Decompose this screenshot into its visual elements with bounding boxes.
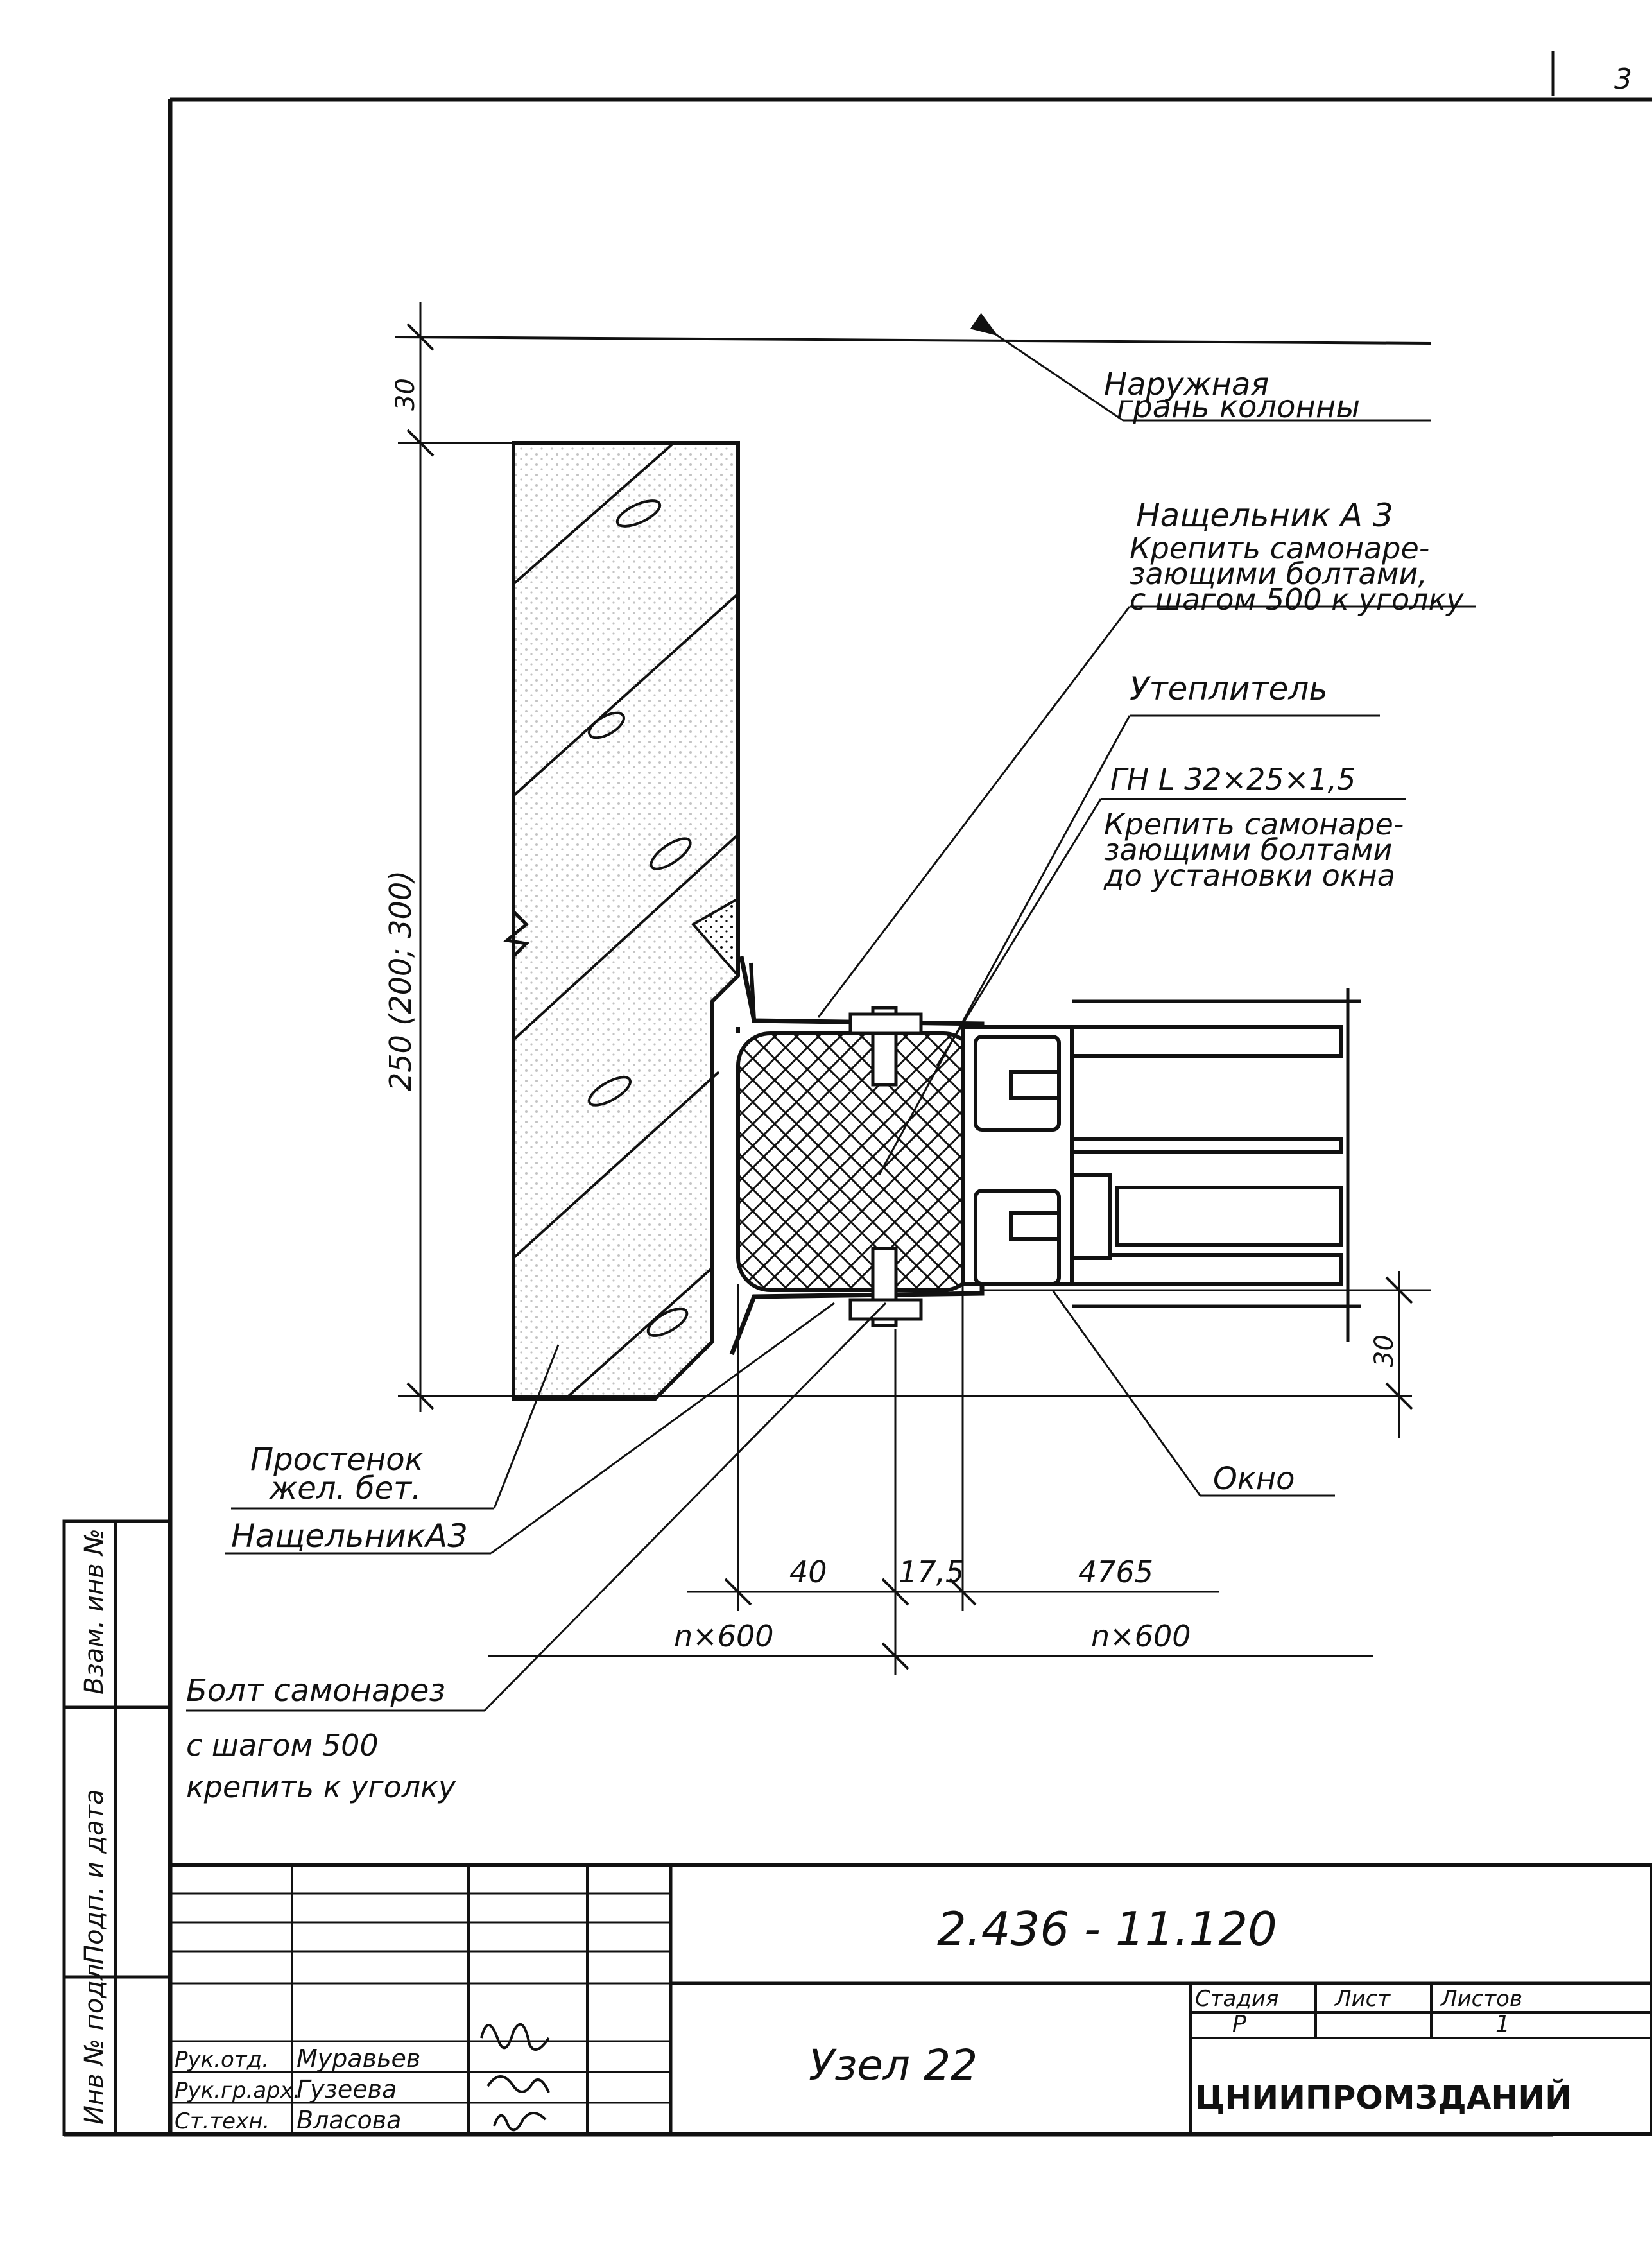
page-number: 3 (1614, 63, 1632, 96)
flashing-top-label-3: зающими болтами, (1130, 557, 1427, 591)
insulation-block (736, 1031, 977, 1292)
dim-right-offset: 30 (1370, 1334, 1399, 1367)
name-senior-tech: Власова (297, 2106, 401, 2134)
stamp-signature-date: Подп. и дата (80, 1790, 109, 1964)
outer-face-label-2: грань колонны (1117, 389, 1360, 425)
bolt-label-2: с шагом 500 (186, 1728, 379, 1763)
flashing-top-label-4: с шагом 500 к уголку (1130, 582, 1464, 617)
name-head-dept: Муравьев (297, 2044, 420, 2073)
dim-n600-right: n×600 (1091, 1619, 1191, 1653)
document-code: 2.436 - 11.120 (937, 1902, 1277, 1956)
flashing-bottom-label: НащельникА3 (231, 1517, 468, 1555)
title-block (168, 1863, 1652, 2136)
side-stamp (62, 1519, 172, 2136)
flashing-top-label-2: Крепить самонаре- (1130, 531, 1429, 565)
dim-17-5: 17,5 (899, 1555, 964, 1589)
bolt-label-3: крепить к уголку (186, 1770, 456, 1804)
dim-n600-left: n×600 (674, 1619, 774, 1653)
name-group-head: Гузеева (297, 2075, 397, 2103)
outer-face-label-1: Наружная (1104, 367, 1269, 402)
sheet-header: Лист (1334, 1986, 1391, 2012)
angle-label-3: зающими болтами (1104, 833, 1392, 867)
sheets-value: 1 (1495, 2011, 1510, 2037)
stamp-replacement-inv: Взам. инв № (80, 1528, 109, 1695)
insulation-label: Утеплитель (1130, 670, 1328, 707)
dim-top-offset: 30 (391, 378, 420, 411)
signatures (480, 2023, 550, 2132)
organization-name: ЦНИИПРОМЗДАНИЙ (1195, 2078, 1572, 2116)
window-frame (961, 1025, 1343, 1286)
pier-label-1: Простенок (250, 1442, 424, 1478)
sheets-header: Листов (1440, 1986, 1522, 2012)
wall-section (394, 302, 1432, 1675)
leader-lines (186, 313, 1476, 1712)
angle-label-2: Крепить самонаре- (1104, 807, 1404, 842)
bolts (848, 1006, 923, 1327)
dim-40: 40 (789, 1555, 827, 1589)
dim-4765: 4765 (1078, 1555, 1153, 1589)
role-group-head: Рук.гр.арх. (175, 2078, 300, 2103)
angle-label-4: до установки окна (1103, 858, 1395, 893)
stamp-inv-no: Инв № подл (80, 1964, 109, 2125)
role-head-dept: Рук.отд. (175, 2047, 269, 2073)
aggregate-marks (588, 499, 692, 1337)
stage-header: Стадия (1195, 1986, 1278, 2012)
bolt-label-1: Болт самонарез (186, 1673, 445, 1709)
pier-label-2: жел. бет. (269, 1471, 421, 1506)
dim-wall: 250 (200; 300) (383, 870, 418, 1091)
stage-value: Р (1232, 2011, 1246, 2037)
drawing-title: Узел 22 (809, 2041, 977, 2090)
angle-label-1: ГН L 32×25×1,5 (1110, 762, 1355, 797)
window-label: Окно (1213, 1461, 1295, 1497)
flashing-top-label-1: Нащельник А 3 (1136, 497, 1393, 534)
role-senior-tech: Ст.техн. (175, 2109, 270, 2134)
